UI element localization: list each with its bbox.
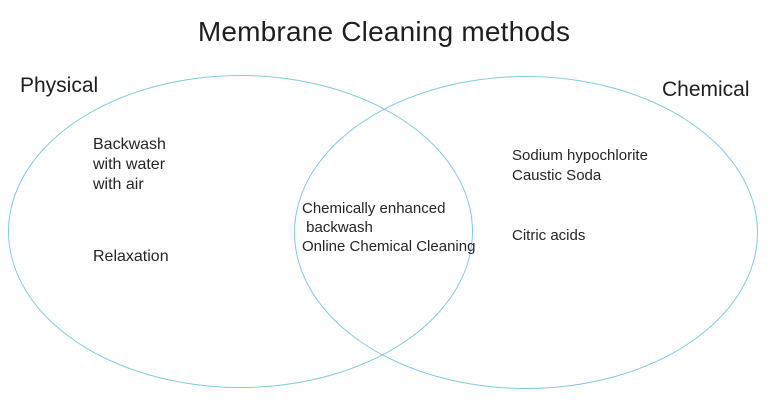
physical-items-group-lower: Relaxation <box>93 247 169 267</box>
physical-items-group: Backwash with water with air <box>93 135 166 195</box>
diagram-title: Membrane Cleaning methods <box>197 16 571 47</box>
chemical-item: Sodium hypochlorite <box>512 147 648 164</box>
physical-item: with air <box>93 176 144 193</box>
physical-item: with water <box>93 156 166 173</box>
physical-item: Relaxation <box>93 248 169 265</box>
chemical-items-group: Sodium hypochlorite Caustic Soda <box>512 146 648 186</box>
chemical-item: Caustic Soda <box>512 167 602 184</box>
chemical-set-label: Chemical <box>662 78 750 101</box>
overlap-item: Chemically enhanced <box>302 200 446 217</box>
overlap-items-group: Chemically enhanced backwash Online Chem… <box>302 199 475 256</box>
physical-item: Backwash <box>93 136 166 153</box>
overlap-item: backwash <box>302 219 373 236</box>
physical-set-label: Physical <box>20 74 99 97</box>
overlap-item: Online Chemical Cleaning <box>302 238 476 255</box>
chemical-items-group-lower: Citric acids <box>512 226 585 246</box>
chemical-item: Citric acids <box>512 227 586 244</box>
chemical-set-ellipse <box>294 76 758 389</box>
